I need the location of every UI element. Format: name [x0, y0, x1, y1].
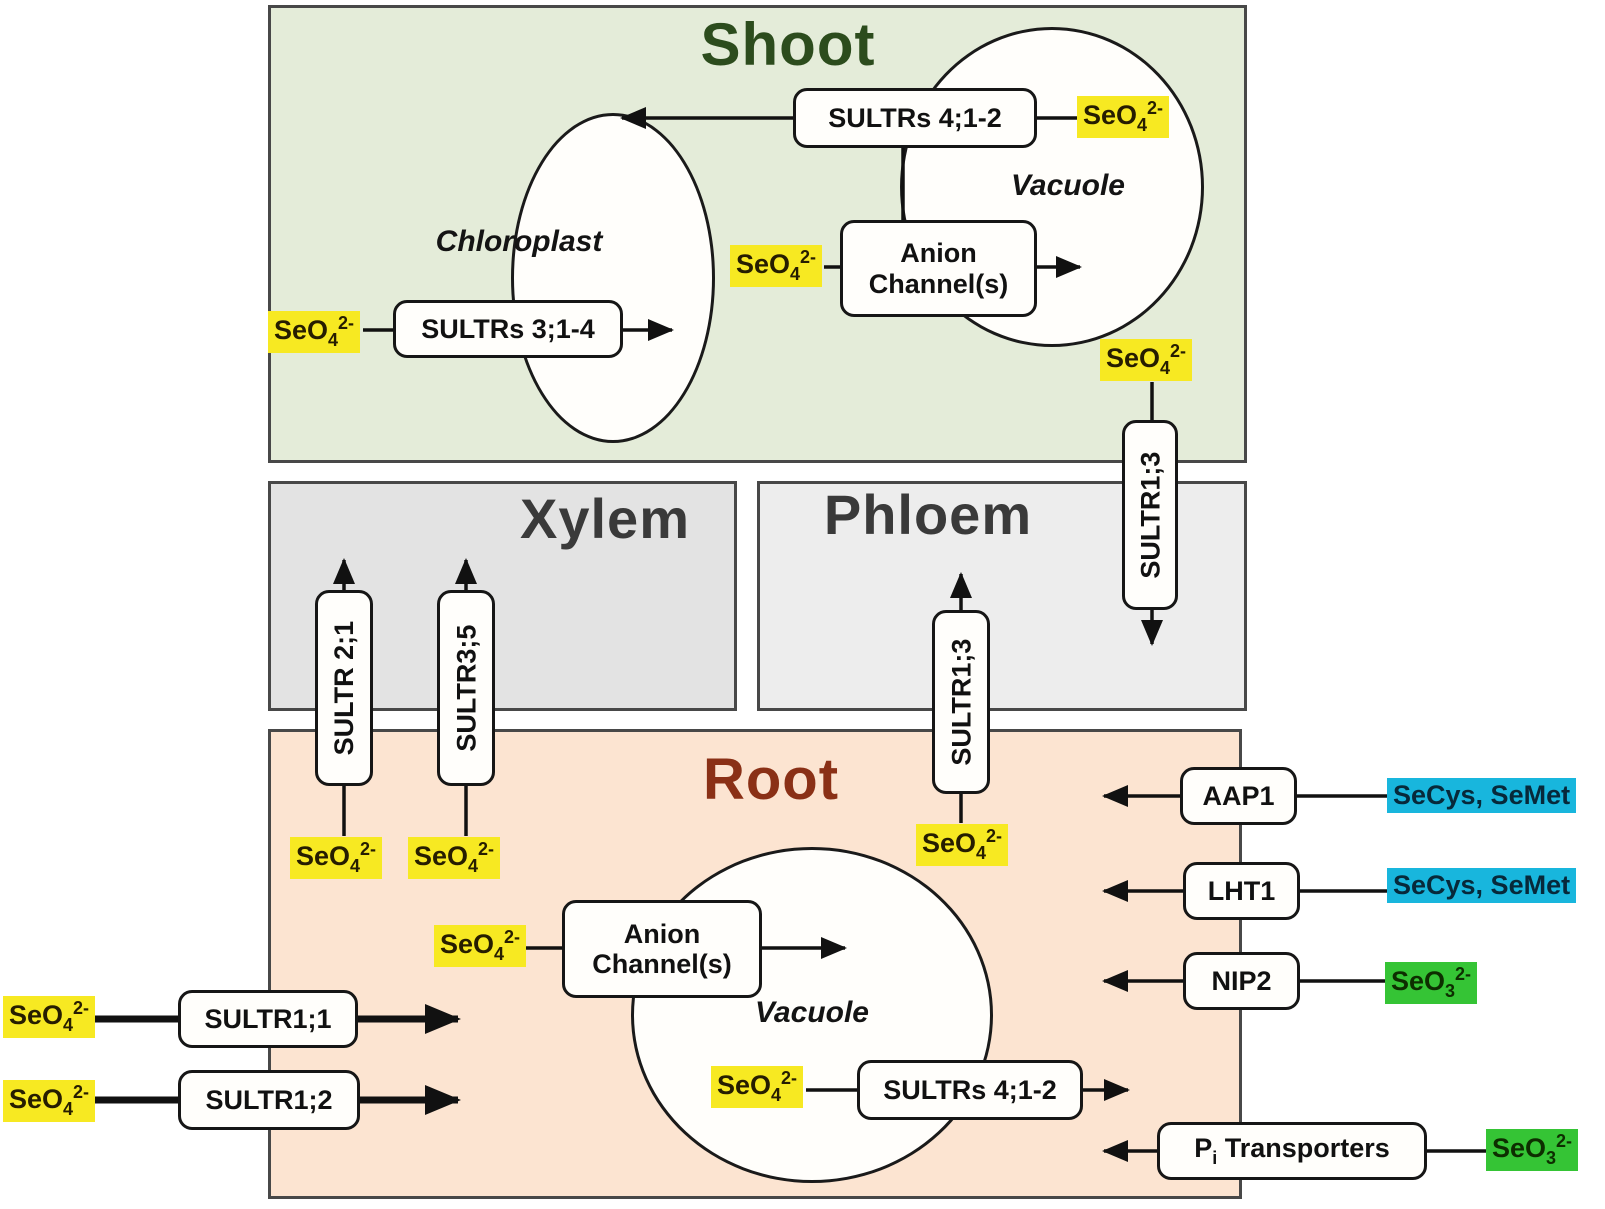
selenate-label: SeO42-: [1077, 96, 1170, 138]
phloem-title: Phloem: [823, 483, 1033, 546]
shoot-vacuole-label: Vacuole: [1011, 169, 1125, 202]
selenate-label: SeO42-: [916, 824, 1009, 866]
chloroplast-ellipse: [511, 113, 715, 443]
root-vacuole-label: Vacuole: [755, 996, 869, 1029]
lht1-box: LHT1: [1183, 862, 1300, 920]
selenate-label: SeO42-: [711, 1066, 804, 1108]
secys-semet-label: SeCys, SeMet: [1387, 868, 1577, 903]
selenate-label: SeO42-: [268, 311, 361, 353]
sultr3-5-label: SULTR3;5: [450, 624, 481, 752]
sultrs-3-1-4-box: SULTRs 3;1-4: [393, 300, 623, 358]
selenate-label: SeO42-: [3, 996, 96, 1038]
sultr1-2-box: SULTR1;2: [178, 1070, 360, 1130]
sultr1-3-label: SULTR1;3: [1134, 451, 1165, 579]
anion-channels-shoot-box: Anion Channel(s): [840, 220, 1037, 317]
chloroplast-label: Chloroplast: [435, 225, 603, 258]
selenate-label: SeO42-: [434, 925, 527, 967]
selenate-label: SeO42-: [408, 837, 501, 879]
selenite-label: SeO32-: [1385, 962, 1478, 1004]
sultr2-1-xylem-box: SULTR 2;1: [315, 590, 373, 786]
sultr1-3-shoot-phloem-box: SULTR1;3: [1122, 420, 1178, 610]
selenate-label: SeO42-: [3, 1080, 96, 1122]
sultr1-1-box: SULTR1;1: [178, 990, 358, 1048]
sultr1-3-label: SULTR1;3: [945, 638, 976, 766]
sultr1-3-phloem-box: SULTR1;3: [932, 610, 990, 794]
selenite-label: SeO32-: [1486, 1129, 1579, 1171]
pi-transporters-box: Pi Transporters: [1157, 1122, 1427, 1180]
nip2-box: NIP2: [1183, 952, 1300, 1010]
selenate-label: SeO42-: [730, 245, 823, 287]
shoot-title: Shoot: [700, 11, 876, 78]
xylem-title: Xylem: [520, 487, 690, 550]
sultr2-1-label: SULTR 2;1: [328, 620, 359, 756]
anion-channels-root-box: Anion Channel(s): [562, 900, 762, 998]
sultrs-4-1-2-shoot-box: SULTRs 4;1-2: [793, 88, 1037, 148]
sultrs-4-1-2-root-box: SULTRs 4;1-2: [857, 1060, 1083, 1120]
pi-transporters-label: Pi Transporters: [1194, 1133, 1390, 1169]
sultr3-5-xylem-box: SULTR3;5: [437, 590, 495, 786]
aap1-box: AAP1: [1180, 767, 1297, 825]
root-title: Root: [702, 747, 840, 812]
selenate-label: SeO42-: [290, 837, 383, 879]
selenate-label: SeO42-: [1100, 339, 1193, 381]
secys-semet-label: SeCys, SeMet: [1387, 778, 1577, 813]
